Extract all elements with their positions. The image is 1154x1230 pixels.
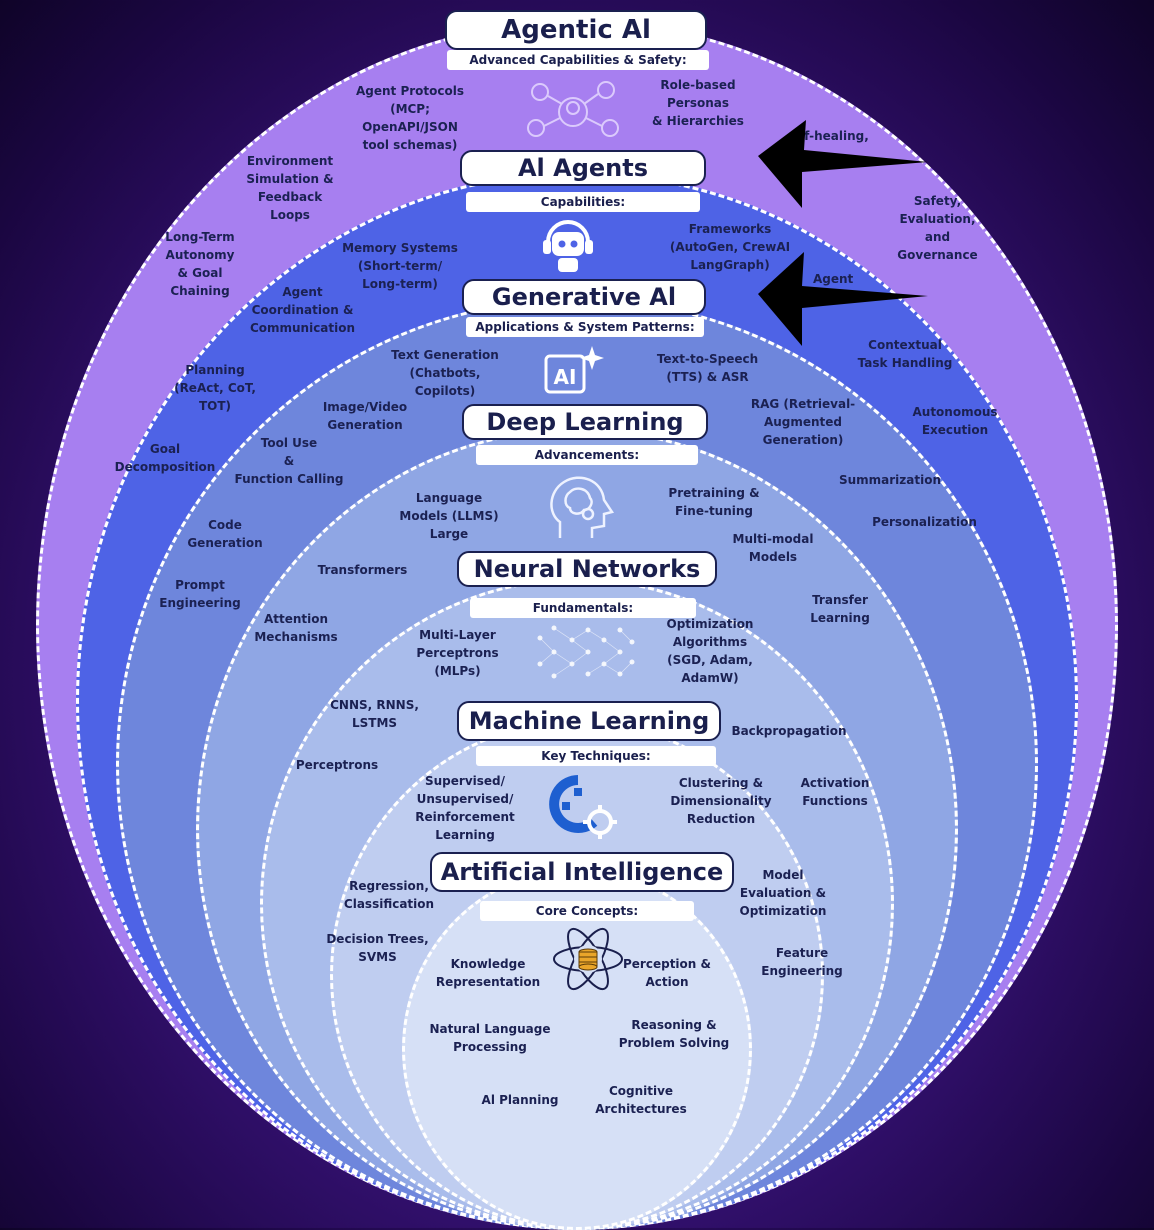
label-personalization: Personalization xyxy=(872,515,977,529)
label-tool-use: Tool Use & Function Calling xyxy=(234,436,344,486)
robot-icon xyxy=(543,220,593,272)
title-generative-ai: Generative Al xyxy=(462,279,706,315)
arrow-pointing-ai-agents xyxy=(758,120,928,208)
label-optimization-algorithms: Optimization Algorithms (SGD, Adam, Adam… xyxy=(666,617,754,685)
subtitle-artificial-intelligence: Core Concepts: xyxy=(480,901,694,921)
label-decision-trees: Decision Trees, SVMS xyxy=(326,932,429,964)
label-activation-functions: Activation Functions xyxy=(800,776,870,808)
title-machine-learning: Machine Learning xyxy=(457,701,721,741)
label-rag: RAG (Retrieval- Augmented Generation) xyxy=(750,397,856,447)
label-multi-layer-perceptrons: Multi-Layer Perceptrons (MLPs) xyxy=(416,628,499,678)
label-cognitive-architectures: Cognitive Architectures xyxy=(595,1084,687,1116)
label-cnns-rnns: CNNS, RNNS, LSTMS xyxy=(330,698,419,730)
agent-network-icon xyxy=(527,81,619,137)
label-planning: Planning (ReAct, CoT, TOT) xyxy=(174,363,256,413)
subtitle-agentic-ai: Advanced Capabilities & Safety: xyxy=(447,50,709,70)
brain-head-icon xyxy=(550,476,615,538)
label-agent-fragment: Agent xyxy=(813,272,854,286)
label-agent-protocols: Agent Protocols (MCP; OpenAPI/JSON tool … xyxy=(355,84,465,152)
title-agentic-ai: Agentic Al xyxy=(445,10,707,50)
label-natural-language-processing: Natural Language Processing xyxy=(429,1022,551,1054)
label-text-generation: Text Generation (Chatbots, Copilots) xyxy=(391,348,499,398)
title-artificial-intelligence: Artificial Intelligence xyxy=(430,852,734,892)
label-perceptrons: Perceptrons xyxy=(295,758,379,772)
label-feature-engineering: Feature Engineering xyxy=(761,946,843,978)
title-deep-learning: Deep Learning xyxy=(462,404,708,440)
label-clustering: Clustering & Dimensionality Reduction xyxy=(670,776,772,826)
label-backpropagation: Backpropagation xyxy=(731,724,847,738)
label-contextual-task: Contextual Task Handling xyxy=(857,338,953,370)
svg-text:AI: AI xyxy=(554,365,577,389)
ai-sparkle-icon: AI xyxy=(544,346,604,394)
label-memory-systems: Memory Systems (Short-term/ Long-term) xyxy=(342,241,458,291)
label-reasoning: Reasoning & Problem Solving xyxy=(618,1018,730,1050)
arrow-pointing-generative-ai xyxy=(758,252,928,346)
label-knowledge-representation: Knowledge Representation xyxy=(435,957,541,989)
label-summarization: Summarization xyxy=(838,473,942,487)
label-attention-mechanisms: Attention Mechanisms xyxy=(254,612,338,644)
label-multi-modal: Multi-modal Models xyxy=(732,532,814,564)
label-supervised-learning: Supervised/ Unsupervised/ Reinforcement … xyxy=(415,774,515,842)
label-model-evaluation: Model Evaluation & Optimization xyxy=(739,868,827,918)
label-role-based-personas: Role-based Personas & Hierarchies xyxy=(652,78,744,128)
title-neural-networks: Neural Networks xyxy=(457,551,717,587)
neural-network-icon xyxy=(537,625,635,679)
label-language-models: Language Models (LLMS) Large xyxy=(399,491,499,541)
label-code-generation: Code Generation xyxy=(187,518,263,550)
label-pretraining: Pretraining & Fine-tuning xyxy=(668,486,760,518)
database-atom-icon xyxy=(553,927,623,991)
label-long-term-autonomy: Long-Term Autonomy & Goal Chaining xyxy=(165,230,235,298)
label-environment-simulation: Environment Simulation & Feedback Loops xyxy=(246,154,334,222)
ring-artificial-intelligence xyxy=(402,868,752,1230)
label-text-to-speech: Text-to-Speech (TTS) & ASR xyxy=(656,352,759,384)
label-perception-action: Perception & Action xyxy=(623,957,711,989)
label-ai-planning: Al Planning xyxy=(481,1093,559,1107)
subtitle-deep-learning: Advancements: xyxy=(476,445,698,465)
subtitle-machine-learning: Key Techniques: xyxy=(476,746,716,766)
label-frameworks: Frameworks (AutoGen, CrewAI LangGraph) xyxy=(669,222,791,272)
label-safety-evaluation: Safety, Evaluation, and Governance xyxy=(897,194,978,262)
label-transformers: Transformers xyxy=(317,563,408,577)
subtitle-ai-agents: Capabilities: xyxy=(466,192,700,212)
subtitle-generative-ai: Applications & System Patterns: xyxy=(466,317,704,337)
label-image-video-generation: Image/Video Generation xyxy=(322,400,408,432)
label-self-healing: lf-healing, xyxy=(800,129,869,143)
gears-icon xyxy=(549,775,617,839)
label-agent-coordination: Agent Coordination & Communication xyxy=(249,285,356,335)
label-prompt-engineering: Prompt Engineering xyxy=(159,578,241,610)
subtitle-neural-networks: Fundamentals: xyxy=(470,598,696,618)
label-transfer-learning: Transfer Learning xyxy=(810,593,870,625)
label-autonomous-execution: Autonomous Execution xyxy=(912,405,998,437)
title-ai-agents: Al Agents xyxy=(460,150,706,186)
label-goal-decomposition: Goal Decomposition xyxy=(114,442,216,474)
label-regression-classification: Regression, Classification xyxy=(343,879,435,911)
